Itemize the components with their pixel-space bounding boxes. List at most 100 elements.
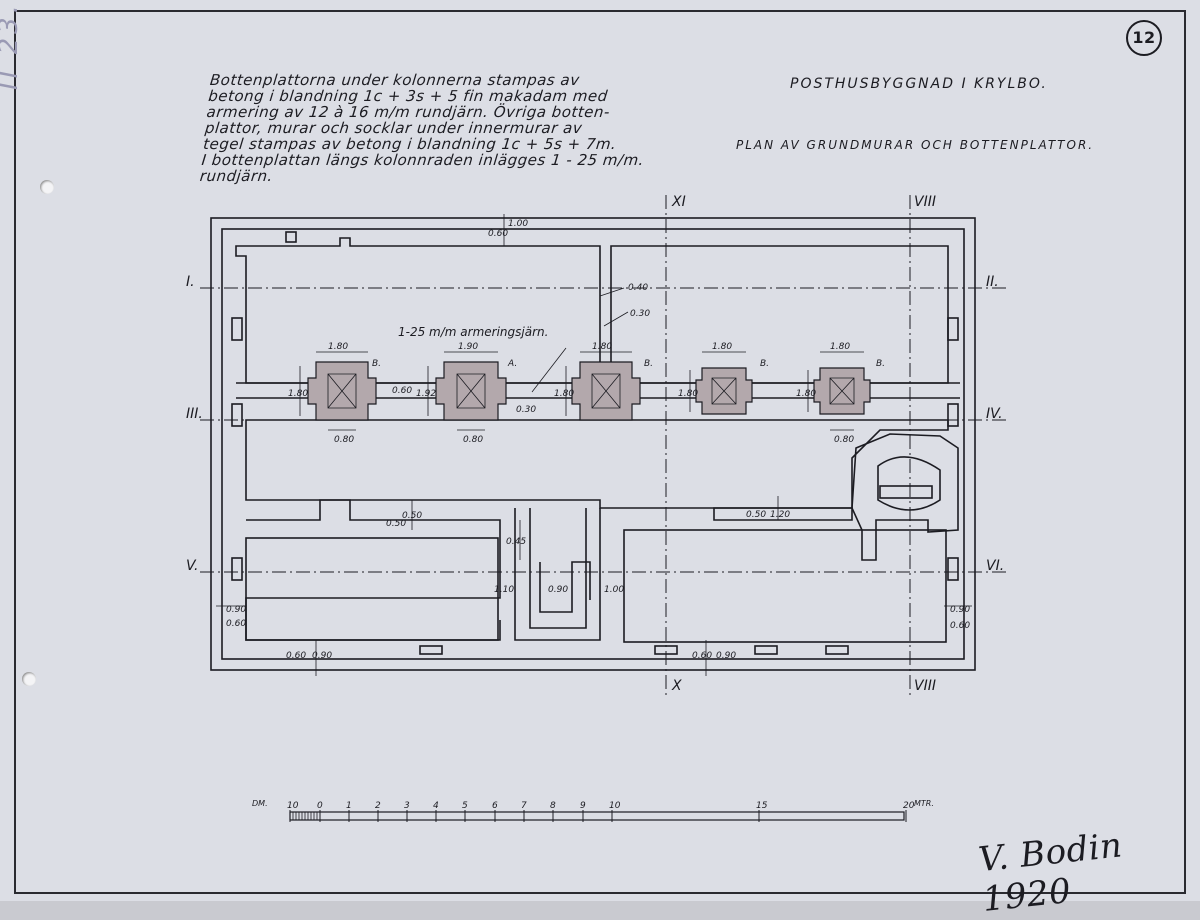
wall-stub bbox=[285, 231, 297, 243]
right-dim-a: 0.90 bbox=[950, 605, 970, 615]
wall-inner-b: 0.30 bbox=[630, 309, 650, 319]
stub-bottom-d bbox=[825, 645, 849, 655]
section-mark-row2-right: IV. bbox=[986, 406, 1003, 422]
pilaster-left-upper bbox=[231, 317, 243, 341]
section-mark-row2-left: III. bbox=[186, 406, 203, 422]
stair-b: 0.90 bbox=[548, 585, 568, 595]
bottom-dim-a: 0.60 bbox=[286, 651, 306, 661]
footing-depth-3: 1.80 bbox=[554, 389, 574, 399]
scale-label: 2 bbox=[375, 801, 381, 811]
sub-width-5: 0.80 bbox=[834, 435, 854, 445]
column-base-5 bbox=[829, 377, 855, 405]
pilaster-left-bottom bbox=[231, 557, 243, 581]
punch-hole-bottom bbox=[22, 672, 36, 686]
pilaster-right-upper bbox=[947, 317, 959, 341]
wall-mid-a: 0.50 bbox=[746, 510, 766, 520]
section-mark-row1-left: I. bbox=[186, 274, 195, 290]
scale-unit-left: DM. bbox=[252, 799, 268, 808]
stair-d: 0.45 bbox=[506, 537, 526, 547]
footing-width-3: 1.80 bbox=[592, 342, 612, 352]
room-bottom-left bbox=[245, 499, 501, 641]
scale-label: 15 bbox=[756, 801, 768, 811]
section-mark-row1-right: II. bbox=[986, 274, 999, 290]
room-bottom-left-floor bbox=[245, 537, 499, 641]
beam-width: 0.60 bbox=[392, 386, 412, 396]
boiler-foundation-inner bbox=[877, 456, 941, 511]
stair-run bbox=[539, 561, 591, 613]
wall-strip-right bbox=[713, 507, 853, 521]
wall-top-a: 0.60 bbox=[488, 229, 508, 239]
outer-footing-outline bbox=[210, 217, 976, 671]
section-mark-bottom-right: VIII bbox=[914, 678, 936, 694]
pier-a: 0.50 bbox=[386, 519, 406, 529]
bottom-dim-b: 0.90 bbox=[312, 651, 332, 661]
pier-b: 0.50 bbox=[402, 511, 422, 521]
pilaster-right-lower bbox=[947, 403, 959, 427]
room-top-right bbox=[610, 245, 949, 384]
drawing-title: PLAN AV GRUNDMURAR OCH BOTTENPLATTOR. bbox=[736, 138, 1095, 152]
column-base-3 bbox=[591, 373, 621, 409]
scale-label: 8 bbox=[550, 801, 556, 811]
foundation-plan: XI VIII X VIII I. II. III. IV. V. VI. 1-… bbox=[186, 194, 1010, 822]
footing-width-2: 1.90 bbox=[458, 342, 478, 352]
punch-hole-top bbox=[40, 180, 54, 194]
section-mark-row3-right: VI. bbox=[986, 558, 1004, 574]
pilaster-right-bottom bbox=[947, 557, 959, 581]
scale-label: 1 bbox=[346, 801, 352, 811]
left-dim-a: 0.90 bbox=[226, 605, 246, 615]
pilaster-left-lower bbox=[231, 403, 243, 427]
scale-label: 9 bbox=[580, 801, 586, 811]
scale-label: 10 bbox=[609, 801, 621, 811]
scale-label: 3 bbox=[404, 801, 410, 811]
wall-mid-b: 1.20 bbox=[770, 510, 790, 520]
leader-line bbox=[603, 311, 629, 327]
stair-core bbox=[514, 508, 601, 641]
scale-label: 0 bbox=[317, 801, 323, 811]
stub-bottom-a bbox=[419, 645, 443, 655]
scale-label: 4 bbox=[433, 801, 439, 811]
room-middle bbox=[245, 419, 949, 509]
outer-wall-outer-face bbox=[221, 228, 965, 660]
room-top-left bbox=[235, 237, 601, 384]
scale-label: 7 bbox=[521, 801, 527, 811]
sub-width-2: 0.80 bbox=[463, 435, 483, 445]
bottom-dim-d: 0.90 bbox=[716, 651, 736, 661]
scale-unit-right: MTR. bbox=[914, 799, 934, 808]
sheet-number: 12 bbox=[1126, 20, 1162, 56]
rebar-leader bbox=[531, 347, 567, 393]
footing-depth-2: 1.92 bbox=[416, 389, 436, 399]
leader-line bbox=[599, 287, 625, 297]
column-base-1 bbox=[327, 373, 357, 409]
right-dim-b: 0.60 bbox=[950, 621, 970, 631]
footing-width-4: 1.80 bbox=[712, 342, 732, 352]
scale-label: 20 bbox=[903, 801, 915, 811]
scale-label: 6 bbox=[492, 801, 498, 811]
sub-width-1: 0.80 bbox=[334, 435, 354, 445]
column-base-4 bbox=[711, 377, 737, 405]
footing-type-2: A. bbox=[507, 359, 517, 369]
footing-type-1: B. bbox=[372, 359, 381, 369]
sheet-border bbox=[14, 10, 1186, 894]
building-title: POSTHUSBYGGNAD I KRYLBO. bbox=[790, 76, 1048, 92]
footing-width-1: 1.80 bbox=[328, 342, 348, 352]
scale-bar-frame bbox=[289, 811, 905, 821]
footing-depth-4: 1.80 bbox=[678, 389, 698, 399]
footing-depth-1: 1.80 bbox=[288, 389, 308, 399]
section-mark-top-right: VIII bbox=[914, 194, 936, 210]
rebar-label: 1-25 m/m armeringsjärn. bbox=[398, 325, 548, 339]
section-mark-top-left: XI bbox=[671, 194, 686, 210]
bottom-dim-c: 0.60 bbox=[692, 651, 712, 661]
left-dim-b: 0.60 bbox=[226, 619, 246, 629]
scale-label: 5 bbox=[462, 801, 468, 811]
footing-width-5: 1.80 bbox=[830, 342, 850, 352]
boiler-foundation bbox=[851, 433, 959, 561]
footing-type-4: B. bbox=[760, 359, 769, 369]
section-mark-row3-left: V. bbox=[186, 558, 198, 574]
stair-a: 1.10 bbox=[494, 585, 514, 595]
beam-thickness: 0.30 bbox=[516, 405, 536, 415]
wall-top-b: 1.00 bbox=[508, 219, 528, 229]
stair-c: 1.00 bbox=[604, 585, 624, 595]
boiler-foundation-flue bbox=[879, 485, 933, 499]
